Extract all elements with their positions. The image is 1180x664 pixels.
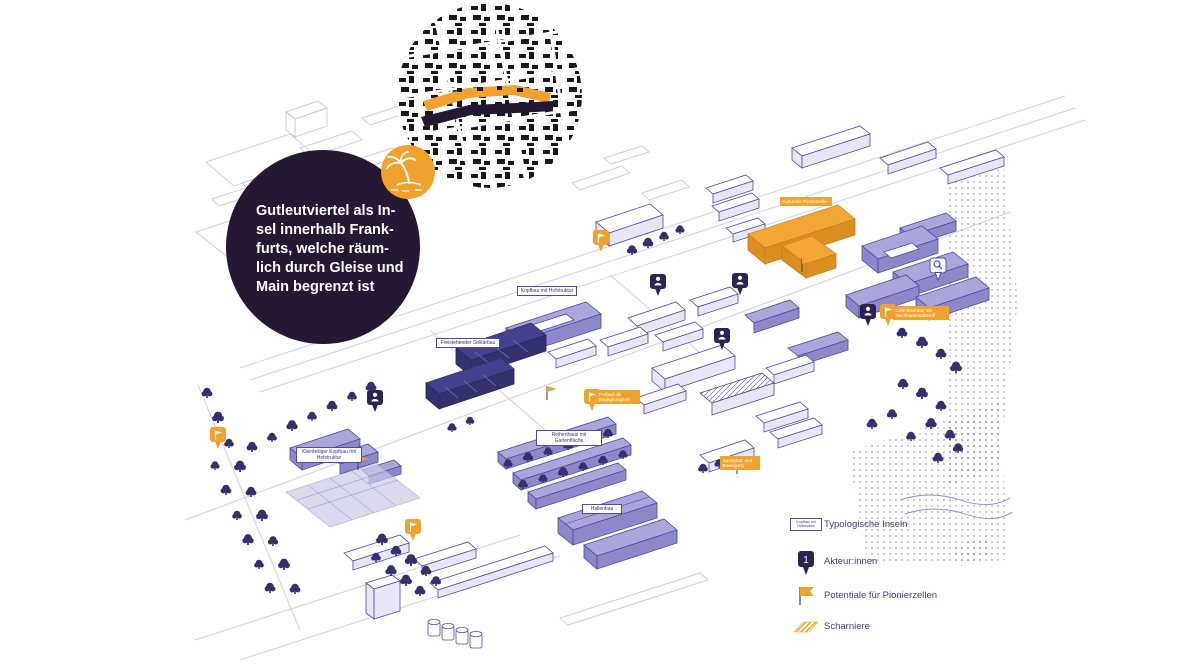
- magnifier-pin: [929, 257, 947, 282]
- caption-line: Gutleutviertel als In-: [256, 203, 396, 219]
- island-icon: [381, 145, 435, 199]
- building-kleinteiliger-kopfbau: [285, 428, 421, 528]
- city-inset-svg: [397, 3, 582, 188]
- typology-swatch-icon: Kopfbau mit Hofstruktur: [788, 518, 824, 531]
- legend-item-akteurinnen: 1 Akteur:innen: [788, 549, 1003, 575]
- building-kulturelle-pionierzelle: [747, 204, 856, 279]
- caption-line: lich durch Gleise und: [256, 260, 404, 276]
- legend-item-potentiale: Potentiale für Pionierzellen: [788, 585, 1003, 607]
- legend-label: Akteur:innen: [824, 556, 878, 568]
- pennant-flag-icon: [546, 385, 558, 401]
- svg-text:1: 1: [803, 555, 809, 566]
- legend-label: Typologische Inseln: [824, 518, 908, 530]
- district-buildings-in-band: [457, 86, 523, 92]
- actor-pin: [367, 390, 383, 412]
- riverbank-texture: [848, 155, 1018, 567]
- building-label-hallenbau: Hallenbau: [582, 504, 622, 514]
- building-label-kleinteiliger-kopfbau: Kleinteiliger Kopfbau mit Hofstruktur: [296, 447, 362, 463]
- pioneer-flag-marker: [404, 518, 422, 542]
- palm-tree-icon: [381, 145, 435, 199]
- building-label-reihenhaus: Reihenhaus mit Gartenfläche: [536, 430, 602, 446]
- actor-pin-icon: 1: [788, 549, 824, 575]
- markers-layer: [209, 229, 947, 542]
- storage-cylinders: [427, 619, 483, 649]
- building-label-kopfbau: Kopfbau mit Hofstruktur: [517, 286, 577, 296]
- caption-line: furts, welche räum-: [256, 241, 389, 257]
- district-buildings-layer: [285, 125, 1005, 649]
- pioneer-label-freibad: Freibad als Begegnungsort: [596, 390, 640, 405]
- pioneer-label-cafe: Café Eisenbar als Nachbarschaftstreff: [893, 306, 949, 321]
- legend-label: Potentiale für Pionierzellen: [824, 590, 938, 602]
- pioneer-label-sportplatz: Sportplatz und Bewegung: [720, 456, 760, 471]
- caption-line: Main begrenzt ist: [256, 279, 375, 295]
- legend-item-scharniere: Scharniere: [788, 619, 1003, 635]
- pioneer-label-kultur: Kulturelle Pionierzelle: [780, 197, 832, 206]
- caption-line: sel innerhalb Frank-: [256, 222, 394, 238]
- legend-item-typologische-inseln: Kopfbau mit Hofstruktur Typologische Ins…: [788, 518, 1003, 531]
- scharnier-icon: [788, 619, 824, 635]
- actor-pin: [860, 304, 876, 326]
- legend-label: Scharniere: [824, 621, 870, 633]
- building-solitaerbau: [425, 322, 547, 410]
- legend: Kopfbau mit Hofstruktur Typologische Ins…: [788, 518, 1003, 635]
- orange-flag-icon: [788, 585, 824, 607]
- actor-pin: [650, 274, 666, 296]
- building-hallenbau: [557, 490, 678, 570]
- pioneer-flag-marker: [592, 229, 610, 253]
- rail-river-band: [421, 101, 553, 127]
- building-label-solitaerbau: Freistehender Solitärbau: [436, 338, 500, 348]
